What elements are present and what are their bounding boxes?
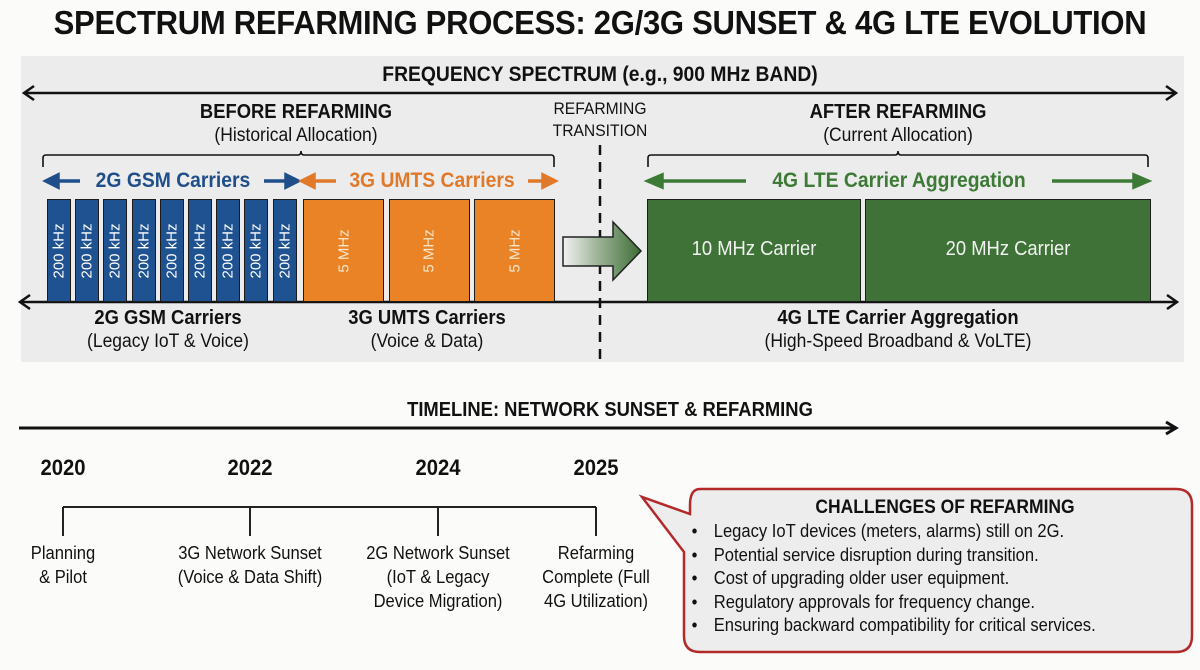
gsm-carrier-label: 200 kHz: [135, 222, 153, 279]
umts-range-arrows: [298, 172, 559, 190]
after-heading: AFTER REFARMING: [809, 101, 987, 123]
milestone-line: (Voice & Data Shift): [177, 567, 323, 587]
umts-carrier-label: 5 MHz: [420, 228, 438, 273]
gsm-carrier-label: 200 kHz: [163, 222, 181, 279]
milestone-line: 3G Network Sunset: [178, 543, 322, 563]
spectrum-axis-arrow: [21, 84, 1179, 102]
gsm-carrier: 200 kHz: [159, 199, 184, 302]
milestone-year: 2020: [40, 455, 86, 480]
umts-caption: 3G UMTS Carriers: [348, 307, 506, 329]
gsm-range-label: 2G GSM Carriers: [95, 169, 251, 192]
before-heading: BEFORE REFARMING: [199, 101, 393, 123]
milestone-line: 4G Utilization): [543, 591, 648, 611]
lte-carrier-label: 10 MHz Carrier: [691, 238, 817, 260]
milestone-description: 3G Network Sunset (Voice & Data Shift): [158, 541, 342, 589]
umts-carrier-label: 5 MHz: [506, 228, 523, 273]
milestone-description: 2G Network Sunset (IoT & Legacy Device M…: [346, 541, 530, 613]
lte-range-label: 4G LTE Carrier Aggregation: [772, 169, 1026, 192]
gsm-carrier-label: 200 kHz: [191, 222, 209, 279]
milestone-line: Complete (Full: [542, 567, 650, 587]
milestone-line: Device Migration): [373, 591, 503, 611]
before-subheading: (Historical Allocation): [214, 125, 378, 146]
timeline-title: TIMELINE: NETWORK SUNSET & REFARMING: [407, 399, 813, 421]
transition-label-line1: REFARMING: [553, 99, 647, 118]
challenge-item: Regulatory approvals for frequency chang…: [688, 591, 1096, 615]
milestone-line: & Pilot: [39, 567, 87, 587]
gsm-carrier-label: 200 kHz: [106, 222, 124, 279]
challenge-item: Ensuring backward compatibility for crit…: [688, 614, 1096, 638]
after-brace: [647, 150, 1149, 167]
challenge-item: Legacy IoT devices (meters, alarms) stil…: [688, 520, 1096, 544]
lte-carrier-label: 20 MHz Carrier: [945, 238, 1071, 260]
milestone-line: 2G Network Sunset: [366, 543, 510, 563]
gsm-carrier-label: 200 kHz: [247, 222, 265, 279]
milestone-description: Planning & Pilot: [0, 541, 127, 589]
spectrum-baseline-arrow: [17, 293, 1180, 311]
gsm-carrier: 200 kHz: [131, 199, 156, 302]
umts-range-label: 3G UMTS Carriers: [349, 169, 515, 192]
transition-label: REFARMING TRANSITION: [526, 98, 673, 142]
gsm-caption: 2G GSM Carriers: [94, 307, 242, 329]
lte-carrier-10mhz: 10 MHz Carrier: [647, 199, 861, 302]
after-subheading: (Current Allocation): [823, 125, 973, 146]
transition-label-line2: TRANSITION: [552, 121, 648, 140]
milestone-year: 2022: [227, 455, 273, 480]
before-brace: [42, 150, 555, 167]
milestone-year: 2025: [573, 455, 619, 480]
timeline-bracket: [62, 506, 597, 536]
gsm-carrier-label: 200 kHz: [276, 222, 294, 279]
gsm-carrier: 200 kHz: [244, 199, 269, 302]
gsm-carrier-label: 200 kHz: [219, 222, 237, 279]
gsm-carrier: 200 kHz: [272, 199, 297, 302]
challenges-list: Legacy IoT devices (meters, alarms) stil…: [688, 520, 1096, 638]
spectrum-title: FREQUENCY SPECTRUM (e.g., 900 MHz BAND): [382, 63, 818, 86]
umts-carrier: 5 MHz: [388, 199, 470, 302]
umts-carrier-label: 5 MHz: [335, 228, 352, 273]
lte-caption-sub: (High-Speed Broadband & VoLTE): [764, 331, 1032, 352]
challenge-item: Potential service disruption during tran…: [688, 544, 1096, 568]
challenge-item: Cost of upgrading older user equipment.: [688, 567, 1096, 591]
lte-carrier-20mhz: 20 MHz Carrier: [865, 199, 1151, 302]
milestone-description: Refarming Complete (Full 4G Utilization): [532, 541, 661, 613]
umts-caption-sub: (Voice & Data): [370, 331, 484, 352]
gsm-carrier: 200 kHz: [47, 199, 71, 302]
gsm-range-arrows: [42, 172, 302, 190]
gsm-carrier-label: 200 kHz: [50, 222, 68, 279]
milestone-line: Planning: [30, 543, 96, 563]
gsm-carrier-label: 200 kHz: [78, 222, 96, 279]
gsm-caption-sub: (Legacy IoT & Voice): [87, 331, 249, 352]
milestone-line: (IoT & Legacy: [386, 567, 490, 587]
gsm-carrier: 200 kHz: [75, 199, 100, 302]
umts-carrier: 5 MHz: [474, 199, 555, 302]
transition-arrow: [562, 220, 643, 282]
challenges-title: CHALLENGES OF REFARMING: [815, 497, 1075, 518]
milestone-line: Refarming: [557, 543, 635, 563]
umts-carrier: 5 MHz: [303, 199, 384, 302]
gsm-carrier: 200 kHz: [103, 199, 128, 302]
lte-range-arrows: [643, 172, 1153, 190]
gsm-carrier: 200 kHz: [216, 199, 241, 302]
lte-caption: 4G LTE Carrier Aggregation: [777, 307, 1019, 329]
timeline-axis-arrow: [19, 420, 1179, 436]
gsm-carrier: 200 kHz: [188, 199, 212, 302]
milestone-year: 2024: [415, 455, 461, 480]
diagram-title: SPECTRUM REFARMING PROCESS: 2G/3G SUNSET…: [53, 4, 1147, 41]
